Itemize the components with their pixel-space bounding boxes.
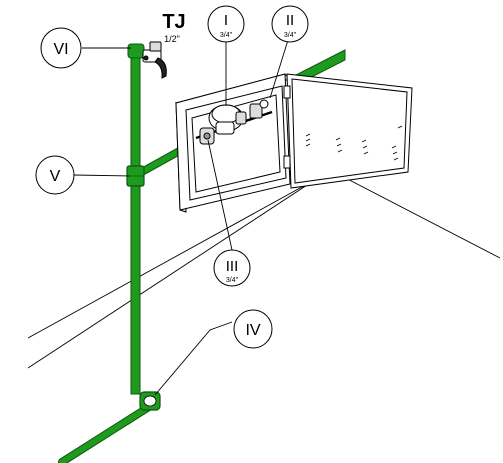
wall-line-lower <box>27 169 331 369</box>
callout-iii-size: 3/4" <box>226 277 239 284</box>
callout-ii-label: II <box>286 12 294 29</box>
leader-iv <box>154 321 233 396</box>
callout-ii-size: 3/4" <box>284 32 297 39</box>
callout-iv-label: IV <box>245 322 260 339</box>
top-elbow <box>127 43 145 59</box>
door-vent-marks <box>305 125 403 161</box>
callout-vi-label: VI <box>53 41 68 58</box>
wall-line-upper <box>27 187 301 339</box>
callout-v-label: V <box>50 168 61 185</box>
callout-ii: II 3/4" <box>271 5 309 43</box>
callout-v: V <box>35 155 75 195</box>
leader-ii <box>269 39 289 99</box>
tap-label: TJ 1/2" <box>162 11 185 44</box>
leader-v <box>73 174 130 177</box>
callout-iv: IV <box>233 309 273 349</box>
box-door <box>283 73 413 189</box>
tap-code: TJ <box>162 11 185 33</box>
callout-i: I 3/4" <box>207 5 245 43</box>
callout-iii: III 3/4" <box>213 249 251 287</box>
leader-iii <box>207 139 233 251</box>
leader-lines <box>73 39 289 396</box>
bottom-pipe <box>58 401 156 463</box>
callout-i-size: 3/4" <box>220 32 233 39</box>
faucet-icon <box>142 41 167 79</box>
elbow-fitting <box>139 391 161 411</box>
callout-i-label: I <box>224 12 228 29</box>
tee-fitting <box>126 165 145 187</box>
meter-box <box>174 73 291 213</box>
callout-vi: VI <box>40 27 82 69</box>
water-meter-assembly <box>195 99 273 145</box>
riser-pipe <box>130 47 141 395</box>
tap-size: 1/2" <box>164 34 180 44</box>
wall-line-right <box>329 169 501 259</box>
callout-iii-label: III <box>226 258 239 275</box>
